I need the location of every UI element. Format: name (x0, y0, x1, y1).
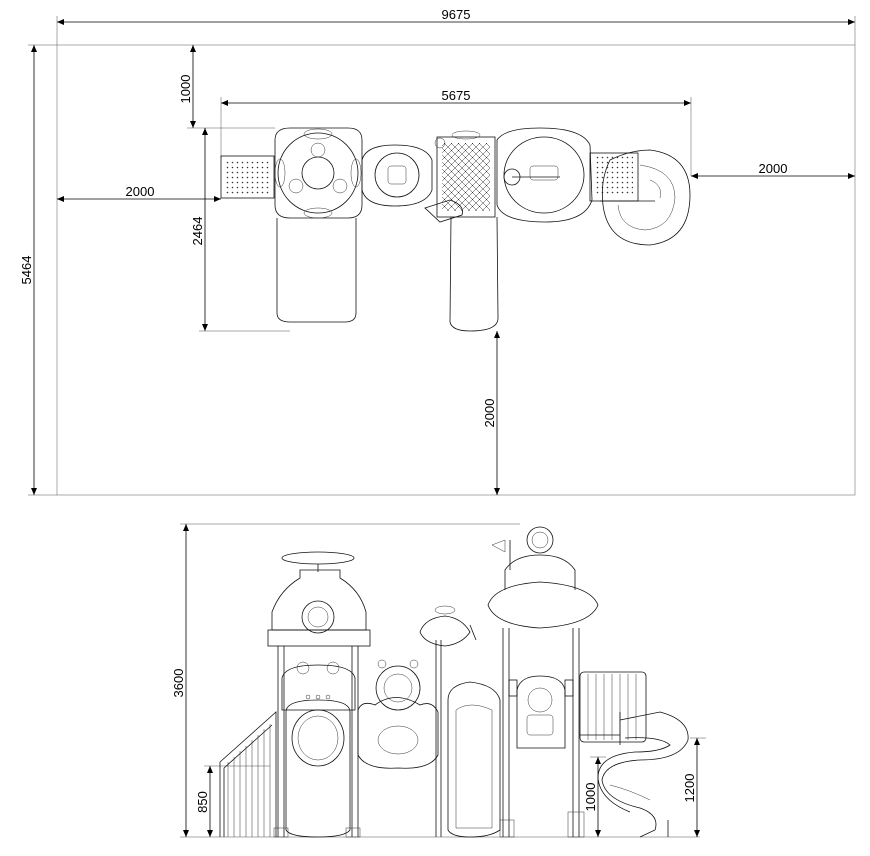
elev-tube-slide (285, 699, 351, 838)
structure-depth-label: 2464 (190, 217, 205, 246)
elevation-view: 3600 850 1000 1200 (171, 523, 706, 838)
plan-planet-deck (496, 127, 593, 223)
plan-rocket (424, 199, 463, 223)
plan-round-deck (361, 144, 433, 207)
elev-stair-left (219, 711, 277, 837)
elev-astronaut-head (526, 526, 554, 554)
elev-airplane (419, 615, 471, 647)
middle-platform-height-label: 1000 (583, 783, 598, 812)
plan-structure (220, 127, 691, 332)
plan-tower-left (274, 127, 363, 219)
bottom-clearance-label: 2000 (482, 399, 497, 428)
plan-square-deck (436, 136, 496, 218)
structure-width-label: 5675 (442, 88, 471, 103)
slide-height-label: 1200 (682, 774, 697, 803)
elev-spiral-slide (601, 711, 689, 838)
overall-depth-label: 5464 (19, 256, 34, 285)
safety-zone-outline (56, 44, 856, 496)
elev-tunnel-panel (357, 697, 439, 769)
plan-spiral-slide (601, 149, 691, 246)
total-height-label: 3600 (171, 669, 186, 698)
elev-stair-right (579, 671, 647, 743)
elev-porthole (375, 665, 421, 711)
elevation-structure (219, 526, 689, 838)
left-clearance-label: 2000 (126, 184, 155, 199)
plan-tube-slide-left (276, 218, 357, 323)
elev-propeller (281, 551, 355, 565)
elev-tower-roof (271, 569, 367, 631)
plan-stair-left (220, 155, 275, 199)
elev-planet-roof (487, 581, 599, 629)
plan-slide-middle (449, 216, 499, 332)
right-clearance-label: 2000 (759, 161, 788, 176)
plan-view: 9675 5464 1000 5675 2464 2000 2000 2000 (19, 7, 856, 496)
top-clearance-label: 1000 (178, 75, 193, 104)
elev-face-panel (281, 664, 356, 711)
left-platform-height-label: 850 (195, 791, 210, 813)
overall-width-label: 9675 (442, 7, 471, 22)
